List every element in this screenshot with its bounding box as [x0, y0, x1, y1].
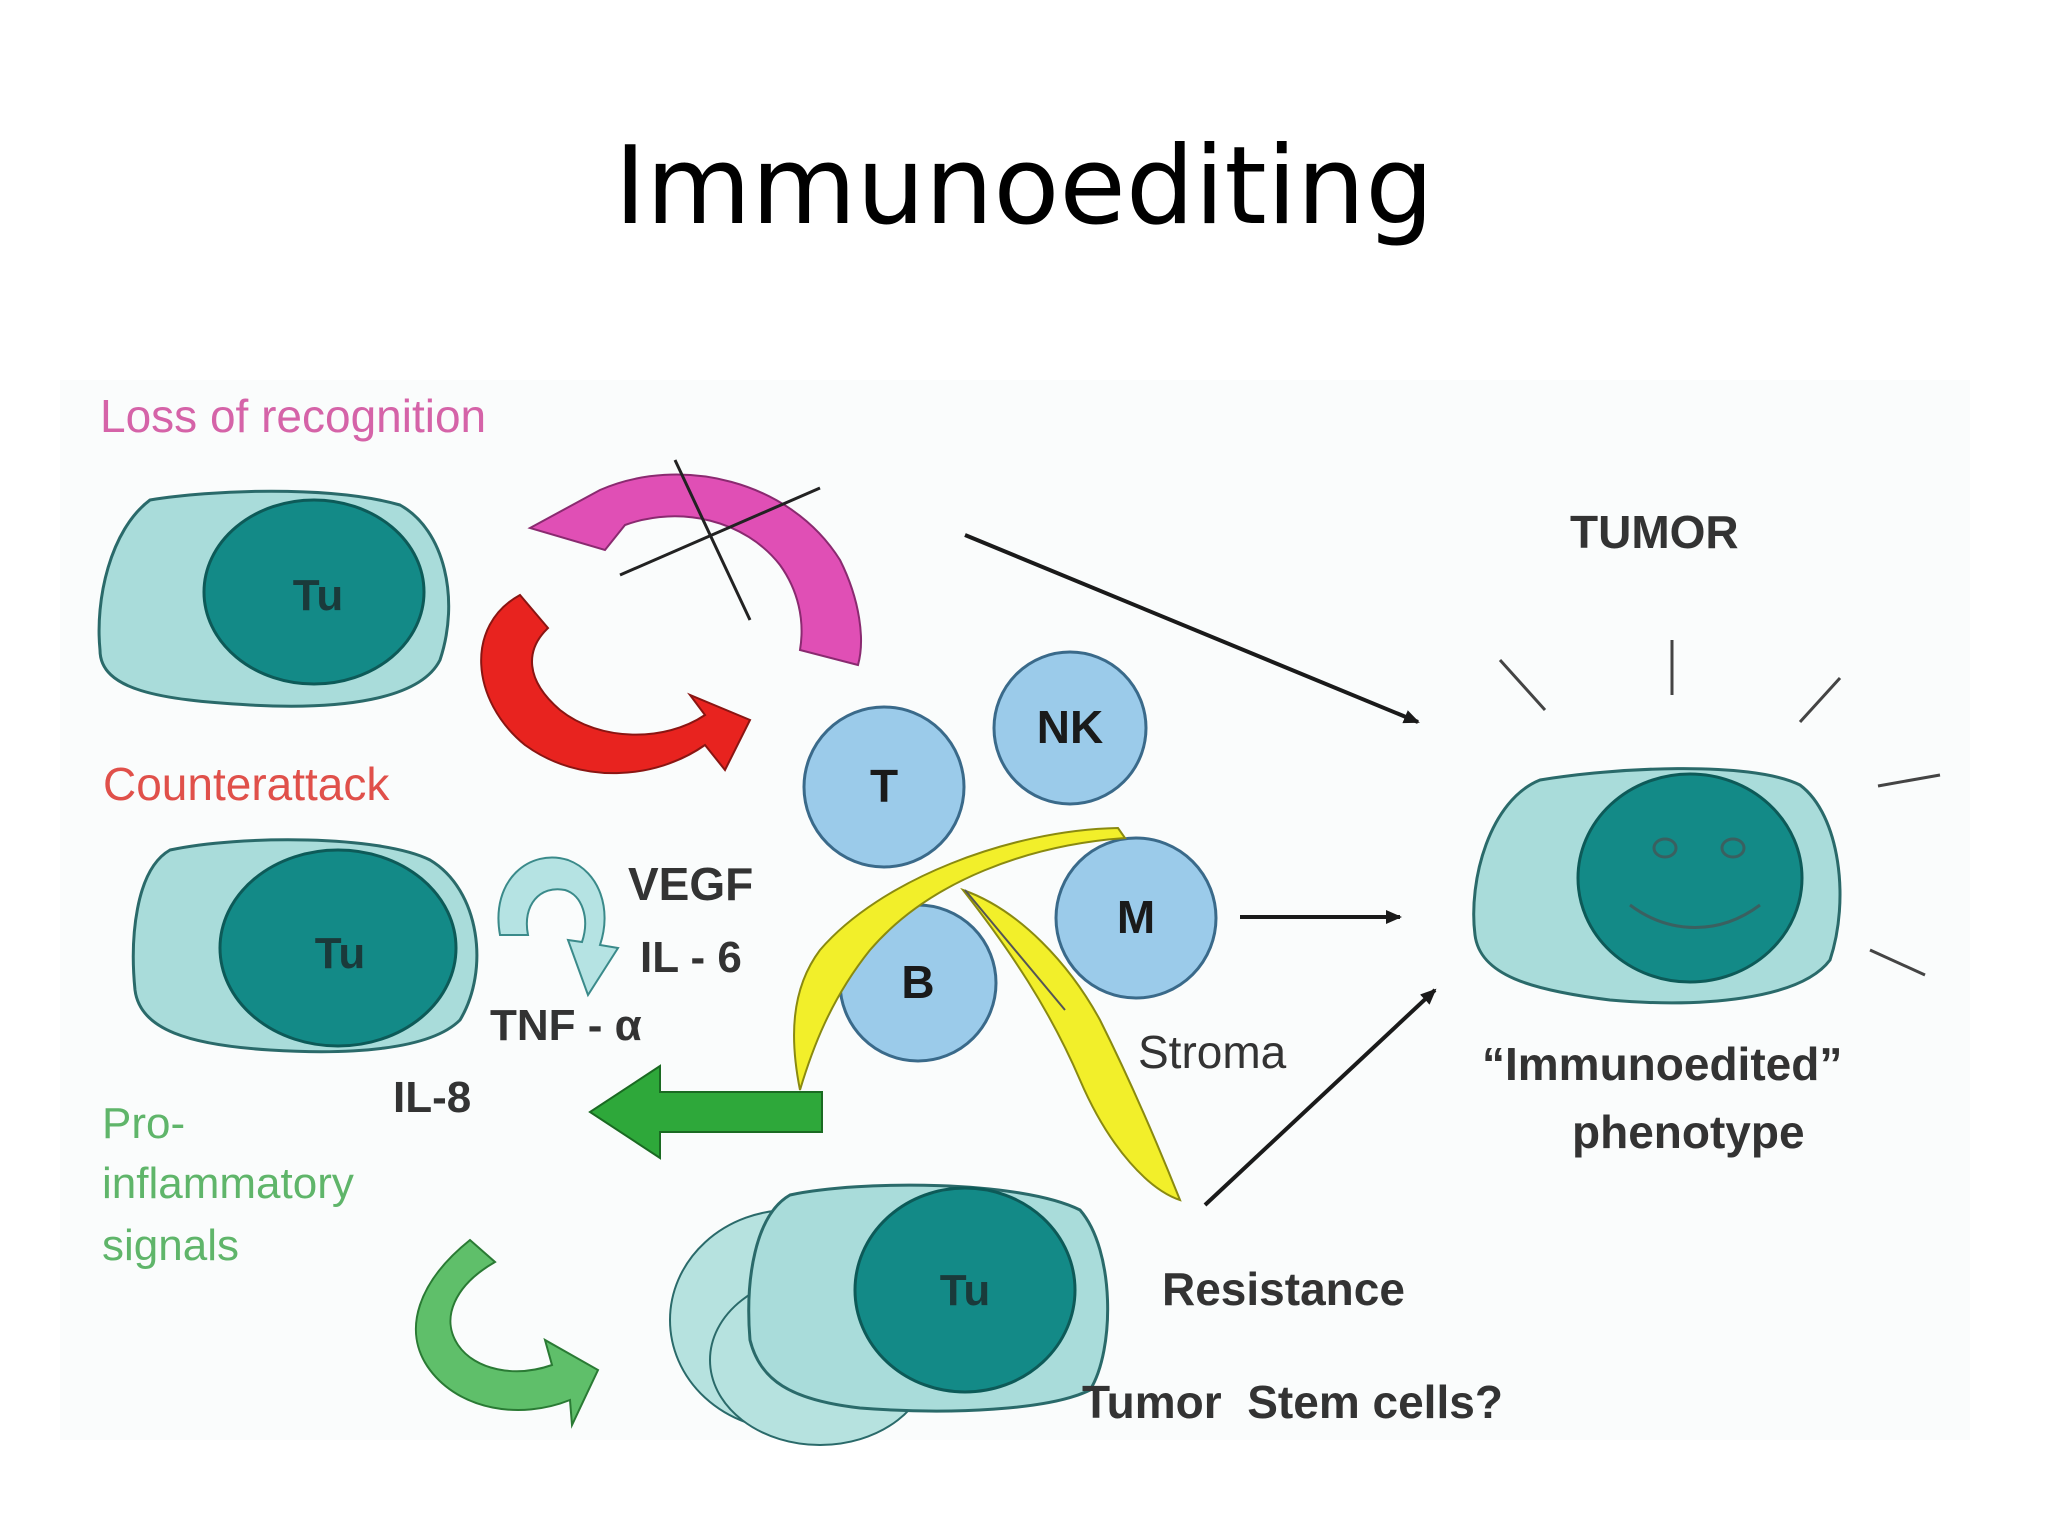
pro-inflammatory-arrow — [588, 1064, 823, 1160]
label-tumor: TUMOR — [1570, 506, 1739, 558]
autocrine-arrow — [497, 856, 620, 998]
b-cell: B — [838, 903, 998, 1063]
smiley-mouth — [1629, 903, 1761, 929]
cross-line — [619, 486, 821, 577]
loss-of-recognition-arrow — [527, 473, 862, 667]
smiley-eye-left — [1652, 837, 1678, 859]
label-counterattack: Counterattack — [103, 758, 390, 810]
ray — [1798, 676, 1842, 724]
smiley-eye-right — [1720, 837, 1746, 859]
tumor-cell-middle: Tu — [131, 838, 479, 1054]
ray — [1869, 948, 1926, 977]
stroma-fiber-2 — [960, 887, 1182, 1202]
nk-cell-label: NK — [1037, 701, 1103, 753]
label-pro-inflammatory-3: signals — [102, 1221, 239, 1270]
stroma-fiber-1 — [793, 826, 1127, 1091]
nucleus-label: Tu — [293, 571, 344, 620]
label-tumor-stem-cells: Tumor Stem cells? — [1082, 1376, 1503, 1428]
label-immunoedited: “Immunoedited” — [1482, 1038, 1842, 1090]
label-loss-of-recognition: Loss of recognition — [100, 390, 486, 442]
nk-cell: NK — [992, 650, 1148, 806]
smiley-face — [1576, 772, 1804, 984]
label-il6: IL - 6 — [640, 933, 742, 982]
label-tnf: TNF - α — [490, 1001, 642, 1050]
ray — [1877, 773, 1941, 788]
m-cell-label: M — [1117, 891, 1155, 943]
slide-title: Immunoediting — [614, 124, 1434, 249]
counterattack-arrow — [480, 593, 752, 775]
arrow-resistance-to-tumor — [1203, 988, 1437, 1207]
nucleus — [202, 498, 426, 686]
tumor-stem-cells-cluster: Tu — [669, 1183, 1110, 1446]
immunoedited-tumor-cell — [1472, 640, 1941, 1005]
t-cell-label: T — [870, 760, 898, 812]
label-pro-inflammatory-1: Pro- — [102, 1099, 185, 1148]
arrow-stroma-thin — [964, 889, 1066, 1011]
label-pro-inflammatory-2: inflammatory — [102, 1159, 354, 1208]
label-il8: IL-8 — [393, 1073, 471, 1122]
nucleus-label: Tu — [940, 1266, 991, 1315]
b-cell-label: B — [901, 956, 934, 1008]
label-stroma: Stroma — [1138, 1026, 1287, 1078]
arrow-loss-to-tumor — [964, 533, 1420, 724]
m-cell: M — [1054, 836, 1218, 1000]
nucleus-label: Tu — [315, 929, 366, 978]
tumor-cell-top: Tu — [97, 489, 451, 708]
t-cell: T — [802, 705, 966, 869]
label-phenotype: phenotype — [1572, 1106, 1805, 1158]
nucleus — [853, 1186, 1077, 1394]
ray — [1498, 658, 1547, 712]
pro-inflammatory-loop-arrow — [414, 1238, 600, 1429]
nucleus — [218, 848, 458, 1048]
label-resistance: Resistance — [1162, 1263, 1405, 1315]
label-vegf: VEGF — [628, 858, 753, 910]
cross-line — [673, 459, 752, 621]
